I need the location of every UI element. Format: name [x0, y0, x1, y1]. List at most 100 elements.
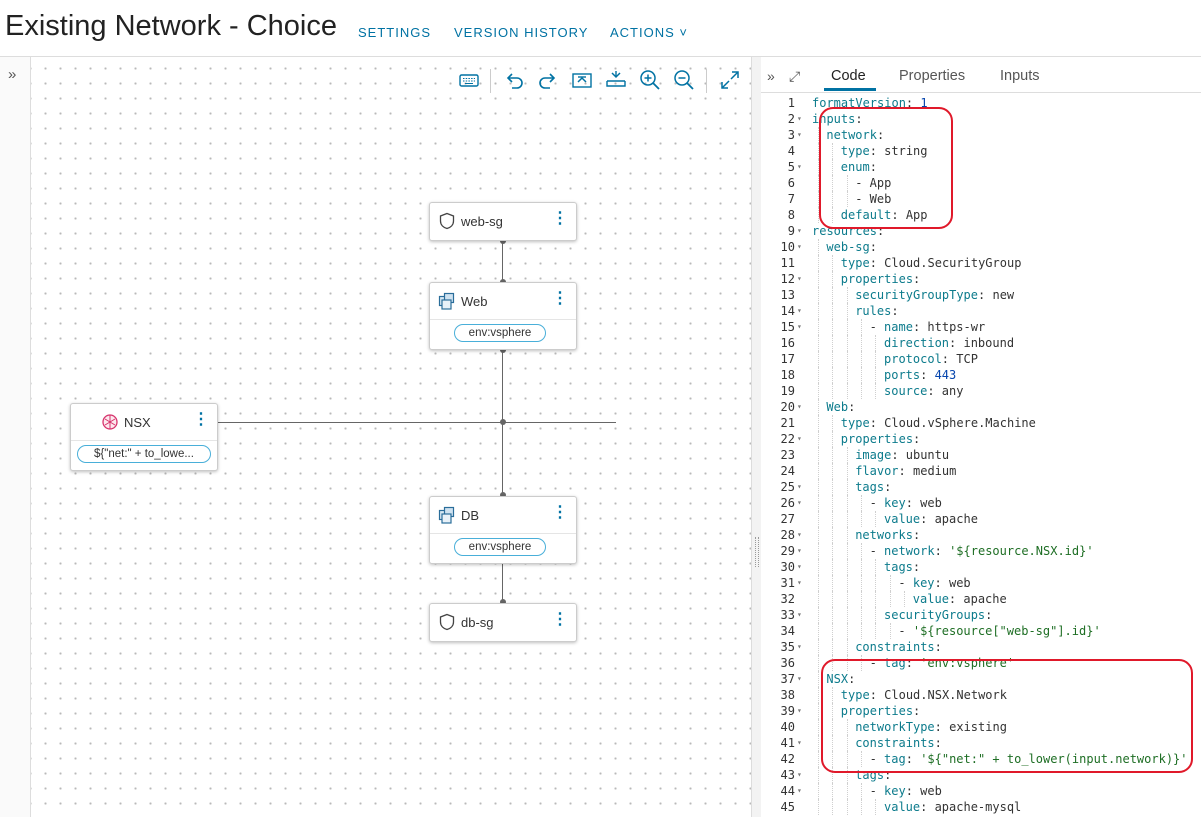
tab-code[interactable]: Code	[831, 68, 866, 84]
fold-toggle-icon[interactable]: ▾	[797, 114, 802, 123]
fold-toggle-icon[interactable]: ▾	[797, 274, 802, 283]
code-line[interactable]: 12▾properties:	[761, 271, 1201, 287]
tab-properties[interactable]: Properties	[899, 68, 966, 84]
yaml-key: enum	[840, 160, 870, 174]
code-line[interactable]: 37▾NSX:	[761, 671, 1201, 687]
fold-toggle-icon[interactable]: ▾	[797, 562, 802, 571]
fold-toggle-icon[interactable]: ▾	[797, 706, 802, 715]
fold-toggle-icon[interactable]: ▾	[797, 130, 802, 139]
node-menu-icon[interactable]: ⋮	[552, 210, 568, 227]
code-line[interactable]: 39▾properties:	[761, 703, 1201, 719]
fold-toggle-icon[interactable]: ▾	[797, 530, 802, 539]
fold-toggle-icon[interactable]: ▾	[797, 610, 802, 619]
fold-toggle-icon[interactable]: ▾	[797, 674, 802, 683]
yaml-text: :	[848, 672, 856, 686]
expand-panel-icon[interactable]: ⤢	[789, 68, 801, 84]
code-line[interactable]: 44▾- key: web	[761, 783, 1201, 799]
node-menu-icon[interactable]: ⋮	[552, 611, 568, 628]
fold-toggle-icon[interactable]: ▾	[797, 434, 802, 443]
code-line[interactable]: 26▾- key: web	[761, 495, 1201, 511]
node-db-sg[interactable]: db-sg ⋮	[429, 603, 577, 642]
code-line[interactable]: 29▾- network: '${resource.NSX.id}'	[761, 543, 1201, 559]
fold-toggle-icon[interactable]: ▾	[797, 226, 802, 235]
collapse-panel-icon[interactable]: »	[767, 68, 775, 84]
code-line[interactable]: 5▾enum:	[761, 159, 1201, 175]
code-line[interactable]: 31▾- key: web	[761, 575, 1201, 591]
line-number: 37	[780, 672, 795, 686]
zoom-out-icon[interactable]	[673, 69, 697, 93]
fold-toggle-icon[interactable]: ▾	[797, 322, 802, 331]
code-line[interactable]: 7- Web	[761, 191, 1201, 207]
node-menu-icon[interactable]: ⋮	[552, 504, 568, 521]
fold-toggle-icon[interactable]: ▾	[797, 578, 802, 587]
expand-sidebar-icon[interactable]: »	[8, 66, 17, 83]
fold-toggle-icon[interactable]: ▾	[797, 546, 802, 555]
fold-toggle-icon[interactable]: ▾	[797, 482, 802, 491]
yaml-text: : new	[978, 288, 1015, 302]
indent-guide	[832, 335, 834, 351]
fullscreen-icon[interactable]	[719, 69, 743, 93]
code-line[interactable]: 22▾properties:	[761, 431, 1201, 447]
node-db[interactable]: DB ⋮ env:vsphere	[429, 496, 577, 564]
indent-guide	[875, 559, 877, 575]
fold-toggle-icon[interactable]: ▾	[797, 402, 802, 411]
auto-layout-icon[interactable]	[605, 69, 629, 93]
tab-inputs[interactable]: Inputs	[1000, 68, 1040, 84]
node-web[interactable]: Web ⋮ env:vsphere	[429, 282, 577, 350]
yaml-key: tag	[884, 752, 906, 766]
code-line[interactable]: 41▾constraints:	[761, 735, 1201, 751]
fold-toggle-icon[interactable]: ▾	[797, 162, 802, 171]
code-line[interactable]: 25▾tags:	[761, 479, 1201, 495]
fold-toggle-icon[interactable]: ▾	[797, 498, 802, 507]
fold-toggle-icon[interactable]: ▾	[797, 306, 802, 315]
fold-toggle-icon[interactable]: ▾	[797, 642, 802, 651]
resize-grip[interactable]	[755, 537, 759, 567]
redo-icon[interactable]	[537, 69, 561, 93]
undo-icon[interactable]	[503, 69, 527, 93]
code-line[interactable]: 34- '${resource["web-sg"].id}'	[761, 623, 1201, 639]
node-menu-icon[interactable]: ⋮	[193, 411, 209, 428]
code-line[interactable]: 30▾tags:	[761, 559, 1201, 575]
yaml-text: : any	[927, 384, 964, 398]
keyboard-icon[interactable]	[458, 69, 482, 93]
code-line[interactable]: 10▾web-sg:	[761, 239, 1201, 255]
code-line[interactable]: 35▾constraints:	[761, 639, 1201, 655]
code-line[interactable]: 6- App	[761, 175, 1201, 191]
fold-toggle-icon[interactable]: ▾	[797, 770, 802, 779]
code-line[interactable]: 14▾rules:	[761, 303, 1201, 319]
code-line[interactable]: 33▾securityGroups:	[761, 607, 1201, 623]
fold-toggle-icon[interactable]: ▾	[797, 786, 802, 795]
fold-toggle-icon[interactable]: ▾	[797, 738, 802, 747]
actions-dropdown[interactable]: ACTIONS ˅	[610, 25, 688, 40]
design-canvas[interactable]: web-sg ⋮ Web ⋮ env:vsphere NSX ⋮ ${"net:…	[31, 57, 751, 817]
fold-toggle-icon[interactable]: ▾	[797, 242, 802, 251]
zoom-in-icon[interactable]	[639, 69, 663, 93]
code-line[interactable]: 28▾networks:	[761, 527, 1201, 543]
code-line[interactable]: 3▾network:	[761, 127, 1201, 143]
node-web-sg[interactable]: web-sg ⋮	[429, 202, 577, 241]
node-menu-icon[interactable]: ⋮	[552, 290, 568, 307]
code-line[interactable]: 15▾- name: https-wr	[761, 319, 1201, 335]
code-line[interactable]: 42- tag: '${"net:" + to_lower(input.netw…	[761, 751, 1201, 767]
settings-link[interactable]: SETTINGS	[358, 25, 432, 40]
code-line[interactable]: 20▾Web:	[761, 399, 1201, 415]
fit-to-screen-icon[interactable]	[571, 69, 595, 93]
node-nsx[interactable]: NSX ⋮ ${"net:" + to_lowe...	[70, 403, 218, 471]
version-history-link[interactable]: VERSION HISTORY	[454, 25, 589, 40]
